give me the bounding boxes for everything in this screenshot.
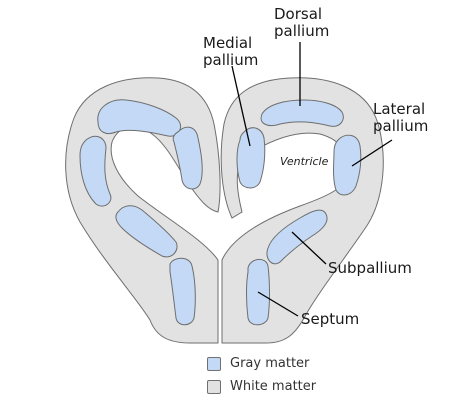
leader-line-subpallium: [291, 231, 327, 265]
label-septum: Septum: [301, 310, 360, 328]
label-lateral-pallium: Lateral pallium: [373, 100, 429, 135]
label-medial-pallium: Medial pallium: [203, 34, 259, 69]
leader-line-lateral: [351, 139, 393, 167]
gray-matter-lateral-pallium: [333, 134, 362, 196]
legend-gray-matter-swatch: [207, 357, 221, 371]
label-dorsal-pallium: Dorsal pallium: [274, 5, 330, 40]
legend-gray-matter-label: Gray matter: [230, 356, 310, 371]
gray-matter-left-lower: [115, 205, 178, 258]
legend-white-matter-swatch: [207, 380, 221, 394]
label-subpallium: Subpallium: [328, 259, 412, 277]
legend-white-matter-label: White matter: [230, 379, 317, 394]
gray-matter-medial-pallium: [236, 127, 266, 189]
gray-matter-left-inner: [172, 126, 203, 190]
label-ventricle: Ventricle: [280, 155, 329, 168]
leader-line-medial: [231, 65, 251, 147]
gray-matter-left-outer: [79, 135, 112, 207]
leader-line-septum: [257, 291, 299, 317]
gray-matter-left-bottom: [169, 257, 196, 326]
